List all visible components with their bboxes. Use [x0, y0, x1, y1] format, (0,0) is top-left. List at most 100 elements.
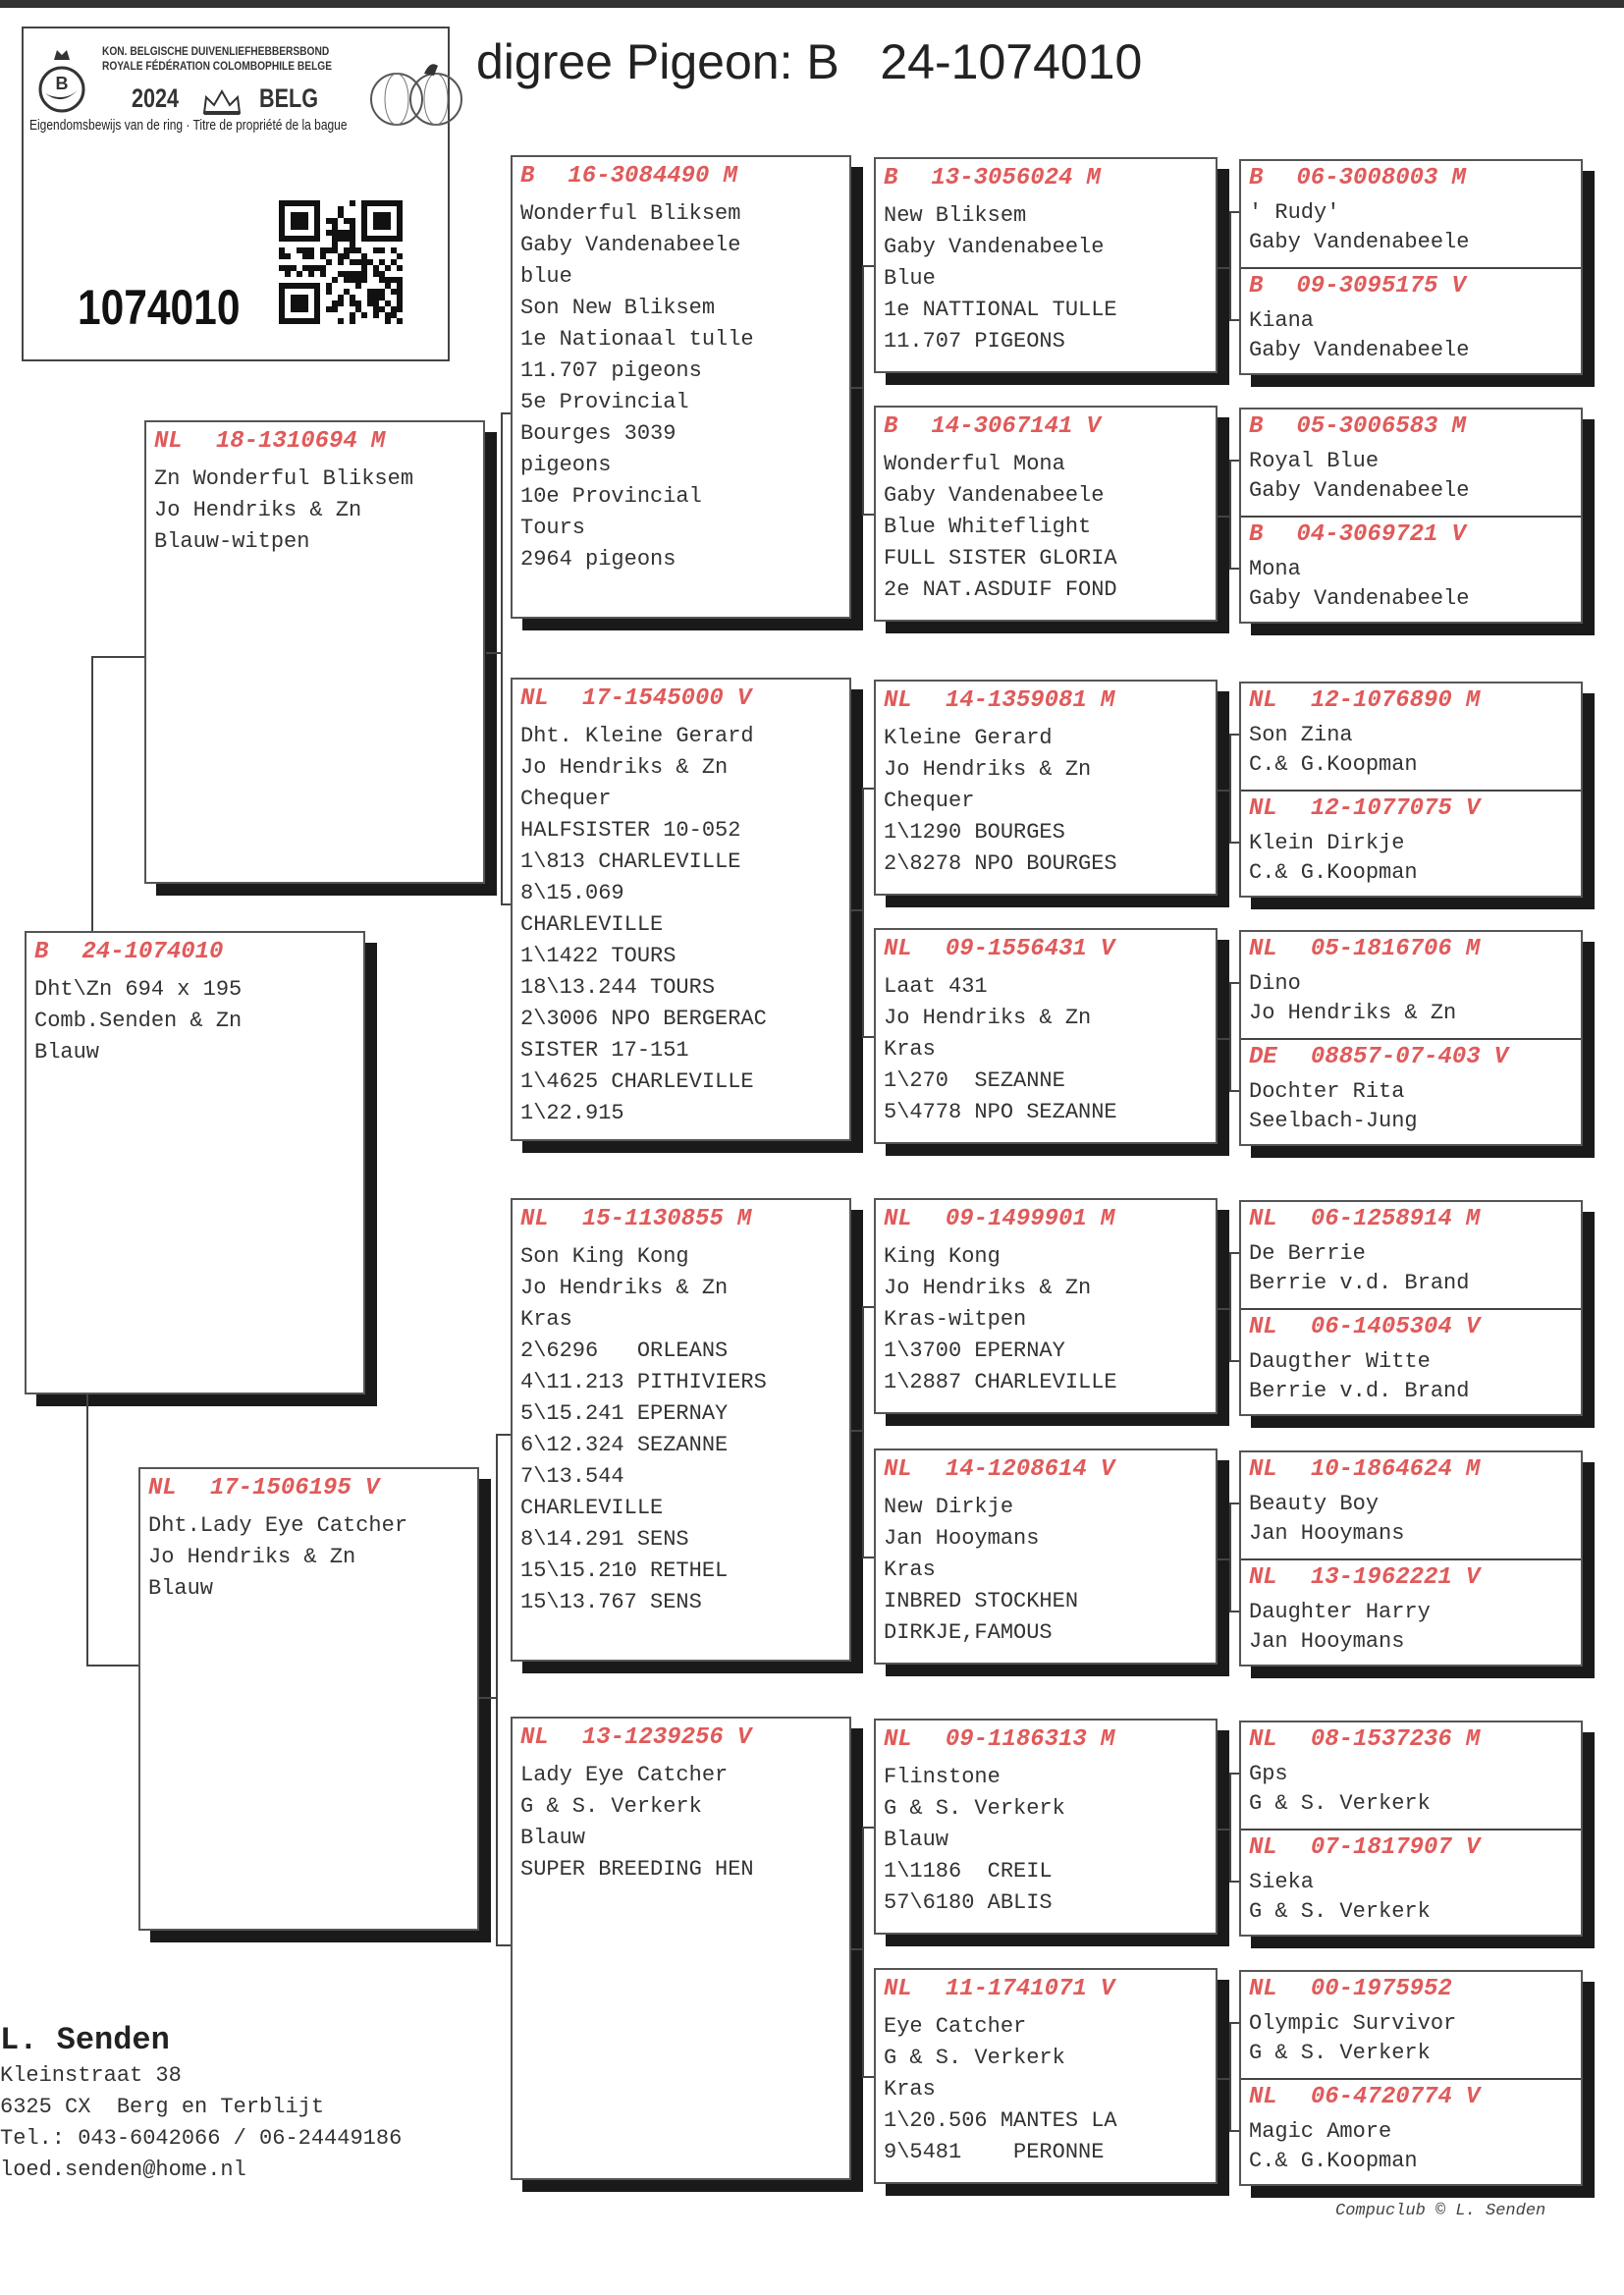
ring-number: 15-1130855 [581, 1206, 724, 1232]
breeder-email[interactable]: loed.senden@home.nl [0, 2158, 246, 2182]
pigeon-info-line: Royal Blue [1249, 449, 1380, 473]
qr-module [314, 289, 320, 295]
qr-module [367, 200, 373, 206]
pigeon-info-line: Son Zina [1249, 723, 1353, 747]
pigeon-info-line: SUPER BREEDING HEN [520, 1857, 754, 1882]
qr-module [385, 212, 391, 218]
connector-line [1229, 982, 1231, 1090]
pigeon-info-line: Beauty Boy [1249, 1492, 1380, 1516]
pigeon-info-line: Gaby Vandenabeele [1249, 230, 1470, 254]
pigeon-info-line: 1\1290 BOURGES [884, 820, 1065, 845]
qr-module [279, 224, 285, 230]
qr-module [379, 200, 385, 206]
qr-module [361, 218, 367, 224]
qr-module [355, 283, 361, 289]
pigeon-info-line: Seelbach-Jung [1249, 1109, 1418, 1133]
pigeon-info-line: Blauw [520, 1826, 586, 1850]
pigeon-info-line: Berrie v.d. Brand [1249, 1379, 1470, 1403]
sex-marker: V [1465, 2084, 1481, 2110]
connector-line [851, 909, 862, 911]
qr-module [391, 289, 397, 295]
connector-line [86, 1665, 138, 1667]
pigeon-info-line: 5\15.241 EPERNAY [520, 1401, 729, 1426]
pigeon-info-line: King Kong [884, 1244, 1001, 1269]
qr-module [391, 236, 397, 242]
ring-number: 12-1077075 [1310, 795, 1452, 822]
pigeon-info-line: Jo Hendriks & Zn [884, 1276, 1092, 1300]
pigeon-info-line: 1\1422 TOURS [520, 944, 677, 968]
qr-module [279, 218, 285, 224]
pigeon-info-line: Wonderful Bliksem [520, 201, 741, 226]
pigeon-info-line: Kras [884, 1037, 936, 1062]
pigeon-info-line: Blauw [884, 1828, 949, 1852]
pigeon-info-line: Jo Hendriks & Zn [154, 498, 362, 522]
qr-module [332, 306, 338, 312]
connector-line [862, 265, 874, 267]
breeder-info: L. Senden Kleinstraat 38 6325 CX Berg en… [0, 2021, 402, 2186]
connector-line [486, 652, 501, 654]
qr-module [344, 289, 350, 295]
ring-country: B [1249, 273, 1264, 300]
qr-module [314, 301, 320, 306]
qr-module [302, 306, 308, 312]
pigeon-info-line: Eye Catcher [884, 2014, 1027, 2039]
qr-module [391, 312, 397, 318]
connector-line [1229, 211, 1231, 319]
pigeon-info-line: Bourges 3039 [520, 421, 677, 446]
pigeon-info-line: 1\813 CHARLEVILLE [520, 849, 741, 874]
connector-line [1218, 1308, 1229, 1310]
pigeon-info-line: Blauw-witpen [154, 529, 310, 554]
qr-module [367, 259, 373, 265]
pigeon-info-line: Zn Wonderful Bliksem [154, 466, 414, 491]
pigeon-info-line: Dht.Lady Eye Catcher [148, 1513, 408, 1538]
qr-module [314, 230, 320, 236]
sex-marker: M [1100, 1206, 1115, 1232]
qr-module [373, 306, 379, 312]
qr-module [373, 200, 379, 206]
qr-module [350, 230, 355, 236]
qr-module [279, 212, 285, 218]
connector-line [1229, 460, 1239, 462]
sex-marker: M [1465, 1206, 1481, 1232]
qr-module [391, 306, 397, 312]
pigeon-info-line: 10e Provincial [520, 484, 702, 509]
